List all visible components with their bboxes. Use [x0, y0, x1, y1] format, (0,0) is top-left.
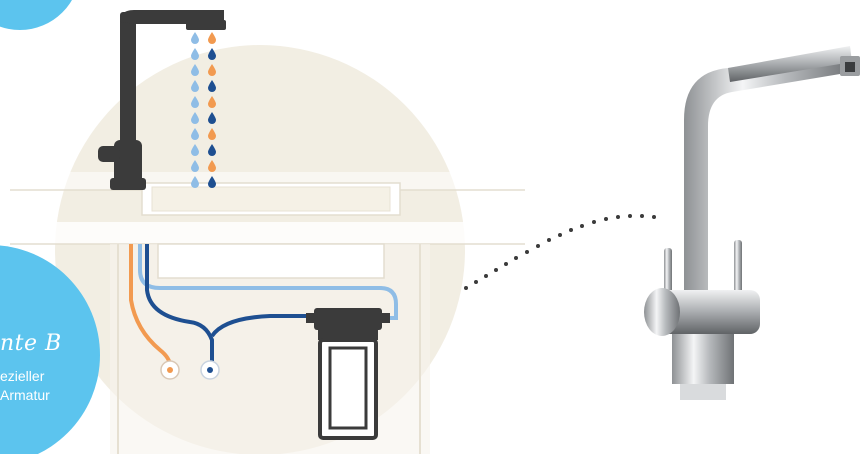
- water-drop-icon: [191, 32, 199, 44]
- water-drop-icon: [208, 48, 216, 60]
- water-drop-icon: [208, 32, 216, 44]
- badge-top: [0, 0, 80, 30]
- chrome-faucet-icon: [644, 46, 860, 400]
- countertop-front: [10, 222, 525, 244]
- variant-description-line2: Armatur: [0, 387, 50, 403]
- sink-bowl-under: [158, 244, 384, 278]
- water-filter-icon: [306, 308, 390, 438]
- valve-warm-center: [167, 367, 173, 373]
- sink-basin: [152, 187, 390, 211]
- variant-title: nte B: [0, 331, 62, 356]
- variant-description-line1: ezieller: [0, 368, 44, 384]
- valve-cold-center: [207, 367, 213, 373]
- water-drop-icon: [191, 48, 199, 60]
